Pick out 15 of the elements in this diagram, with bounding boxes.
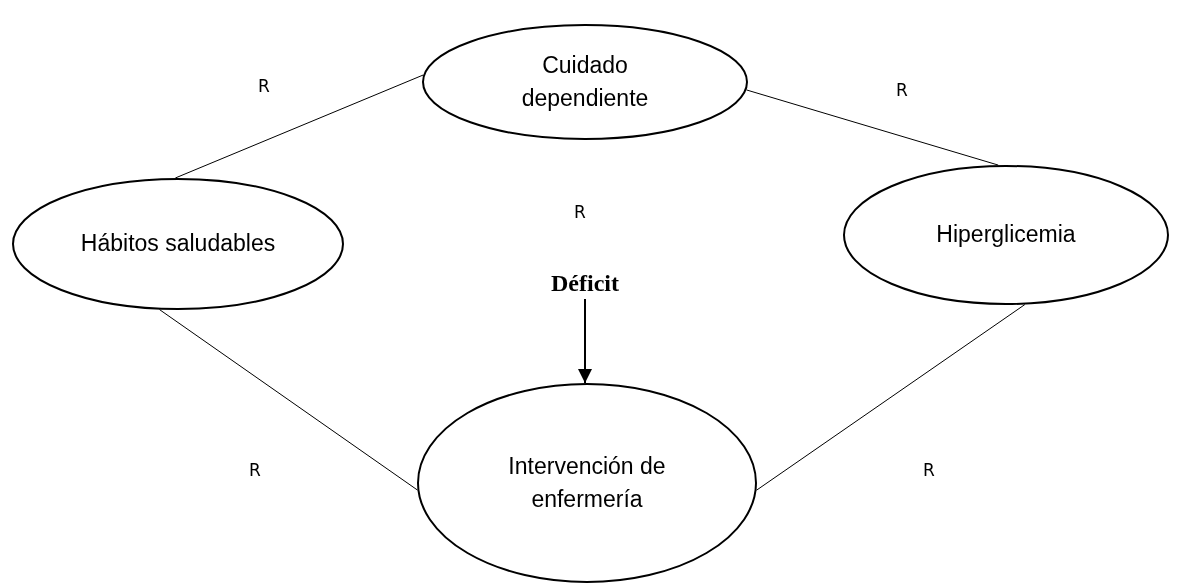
node-label: Déficit (551, 268, 619, 298)
relation-label: R (258, 76, 270, 96)
relation-label: R (574, 202, 586, 222)
connector-line (159, 309, 418, 491)
relation-label: R (923, 460, 935, 480)
relation-label: R (896, 80, 908, 100)
relation-label: R (249, 460, 261, 480)
connector-line (174, 74, 424, 179)
connector-line (745, 89, 999, 166)
ellipse-label: Hiperglicemia (936, 220, 1076, 250)
ellipse-label: Intervención de enfermería (507, 451, 667, 514)
arrow (578, 298, 592, 384)
ellipse-label: Hábitos saludables (80, 229, 276, 259)
connector-line (756, 304, 1026, 491)
ellipse-label: Cuidado dependiente (520, 50, 650, 113)
